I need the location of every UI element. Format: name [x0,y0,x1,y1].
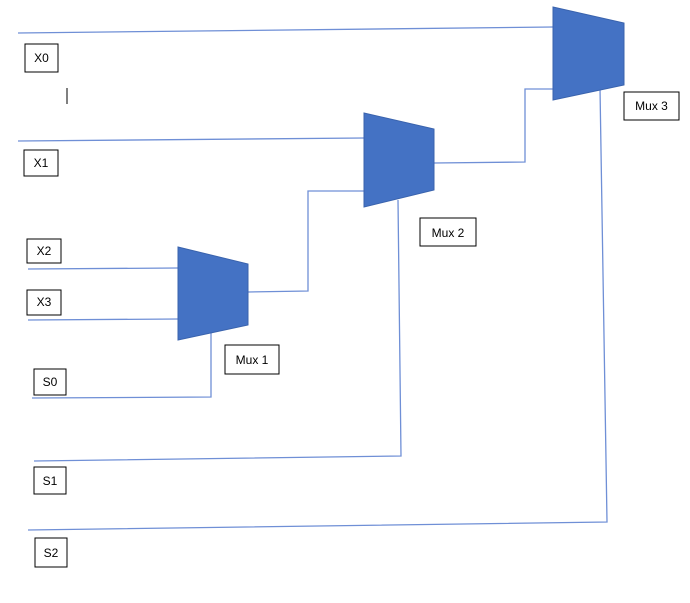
label-s1: S1 [33,466,67,495]
label-x1: X1 [23,149,59,177]
label-s0-text: S0 [43,375,58,389]
wire-x2 [27,267,179,270]
wire-x1 [17,137,365,142]
label-x2-text: X2 [37,244,52,258]
label-x3-text: X3 [37,295,52,309]
label-mux1-text: Mux 1 [236,353,269,367]
label-x3: X3 [26,289,62,316]
mux-3-shape [552,6,625,101]
label-x1-text: X1 [34,156,49,170]
wire-s2 [27,87,608,531]
mux-2-shape [363,112,435,208]
label-s2: S2 [34,537,68,568]
wire-x3 [27,318,179,321]
label-s2-text: S2 [44,546,59,560]
label-x0-text: X0 [34,51,49,65]
label-mux3-text: Mux 3 [635,99,668,113]
mux-1-shape [177,246,249,341]
label-x0: X0 [24,43,59,73]
label-mux1: Mux 1 [224,344,280,375]
label-mux2: Mux 2 [419,217,477,247]
label-mux3: Mux 3 [623,91,680,121]
label-s0: S0 [33,368,67,396]
label-mux2-text: Mux 2 [432,226,465,240]
label-s1-text: S1 [43,474,58,488]
wire-x0 [17,26,554,34]
label-x2: X2 [26,238,62,264]
wire-mux1-to-mux2 [247,190,364,293]
wire-mux2-to-mux3 [433,88,553,164]
wire-s1 [33,199,402,462]
wire-s0 [31,333,212,399]
